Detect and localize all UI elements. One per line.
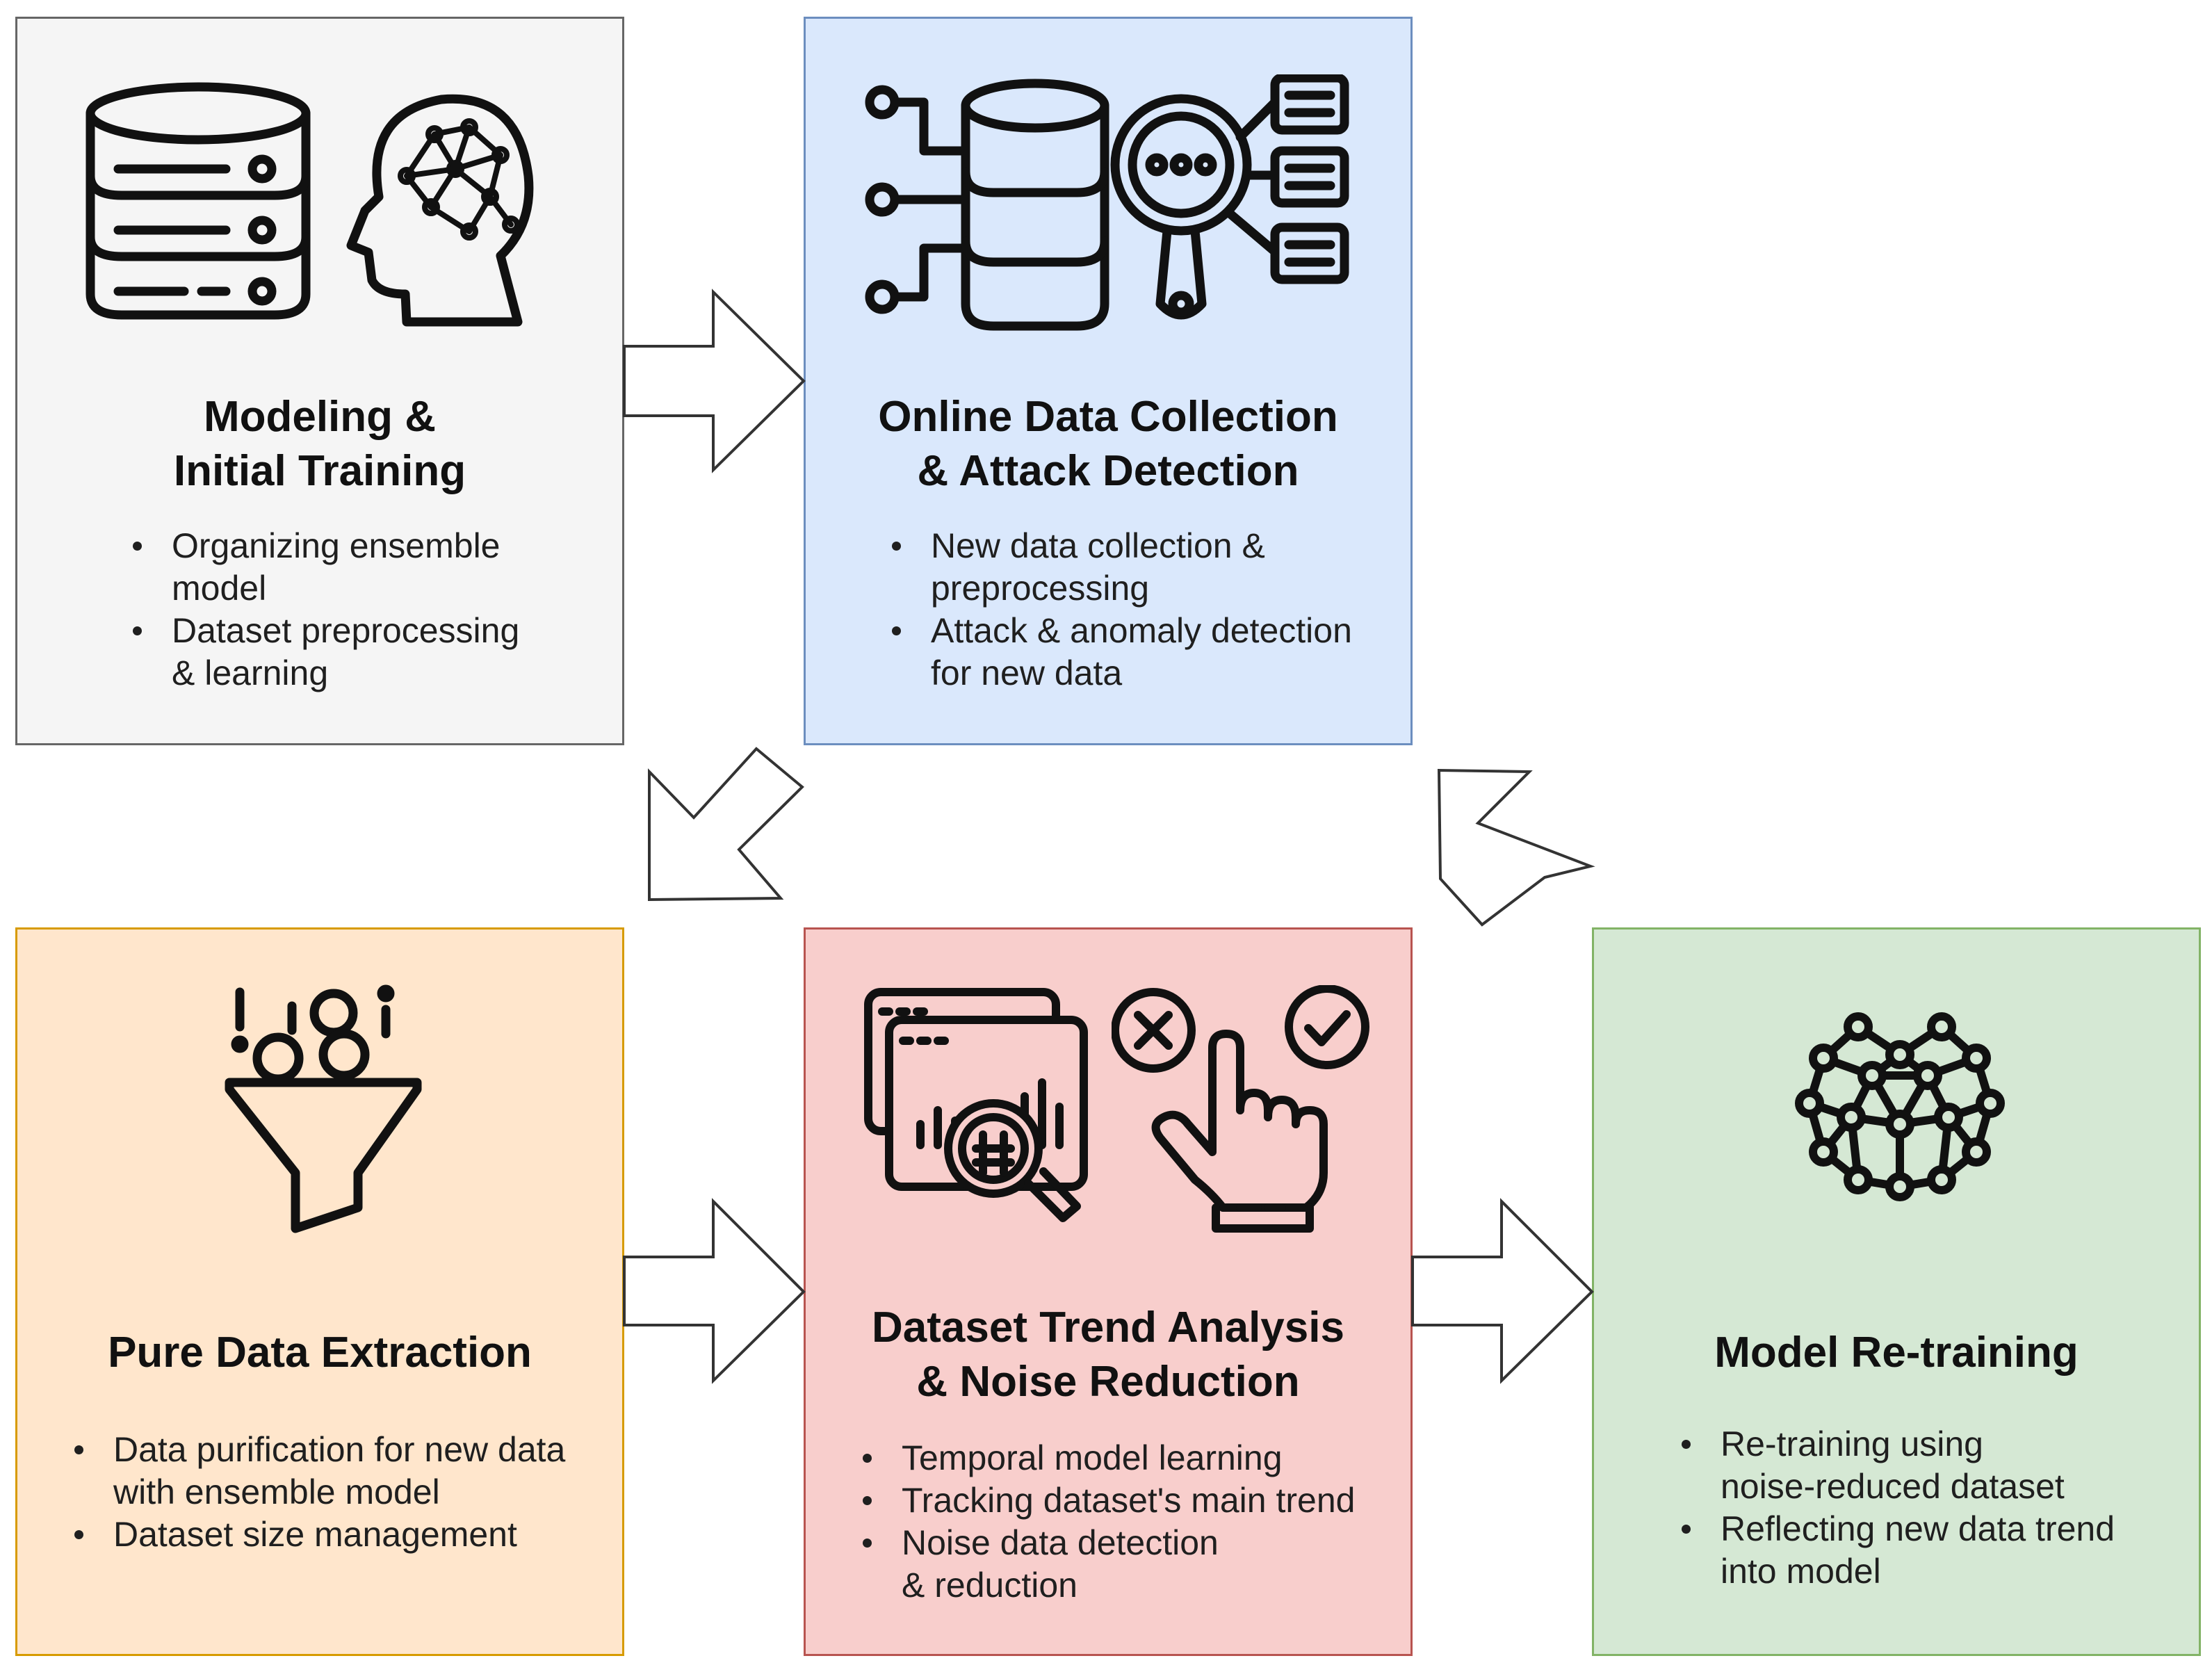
trend-analysis-box: Dataset Trend Analysis & Noise Reduction… bbox=[804, 927, 1413, 1656]
arrow-retrain-to-online bbox=[1437, 768, 1595, 927]
online-bullet-2: Attack & anomaly detection for new data bbox=[892, 610, 1352, 695]
pure-title: Pure Data Extraction bbox=[108, 1329, 532, 1377]
modeling-bullet-1: Organizing ensemble model bbox=[132, 525, 519, 610]
online-bullet-1: New data collection & preprocessing bbox=[892, 525, 1352, 610]
trend-bullet-2: Tracking dataset's main trend bbox=[862, 1479, 1355, 1522]
retrain-title: Model Re-training bbox=[1714, 1329, 2079, 1377]
arrow-pure-to-trend bbox=[623, 1198, 806, 1384]
data-network-search-icon bbox=[865, 74, 1349, 331]
online-collection-box: Online Data Collection & Attack Detectio… bbox=[804, 17, 1413, 745]
pure-bullets: Data purification for new data with ense… bbox=[74, 1429, 565, 1556]
pure-bullet-1: Data purification for new data with ense… bbox=[74, 1429, 565, 1513]
retraining-box: Model Re-training Re-training using nois… bbox=[1592, 927, 2201, 1656]
online-title: Online Data Collection & Attack Detectio… bbox=[878, 393, 1338, 495]
chart-magnifier-icon bbox=[864, 988, 1088, 1222]
neural-network-icon bbox=[1795, 1012, 2005, 1201]
retrain-bullet-1: Re-training using noise-reduced dataset bbox=[1681, 1423, 2115, 1508]
arrow-online-to-pure bbox=[648, 747, 804, 902]
funnel-icon bbox=[225, 984, 422, 1233]
arrow-trend-to-retrain bbox=[1411, 1198, 1594, 1384]
retrain-bullets: Re-training using noise-reduced dataset … bbox=[1681, 1423, 2115, 1593]
modeling-box: Modeling & Initial Training Organizing e… bbox=[15, 17, 624, 745]
retrain-bullet-2: Reflecting new data trend into model bbox=[1681, 1508, 2115, 1593]
trend-bullets: Temporal model learning Tracking dataset… bbox=[862, 1437, 1355, 1607]
pure-bullet-2: Dataset size management bbox=[74, 1513, 565, 1556]
pure-extraction-box: Pure Data Extraction Data purification f… bbox=[15, 927, 624, 1656]
trend-bullet-3: Noise data detection & reduction bbox=[862, 1522, 1355, 1607]
modeling-bullet-2: Dataset preprocessing & learning bbox=[132, 610, 519, 695]
arrow-modeling-to-online bbox=[623, 289, 806, 473]
hand-select-icon bbox=[1112, 985, 1369, 1233]
modeling-bullets: Organizing ensemble model Dataset prepro… bbox=[132, 525, 519, 695]
trend-title: Dataset Trend Analysis & Noise Reduction bbox=[872, 1304, 1344, 1406]
online-bullets: New data collection & preprocessing Atta… bbox=[892, 525, 1352, 695]
brain-head-icon bbox=[346, 94, 534, 327]
modeling-title: Modeling & Initial Training bbox=[173, 393, 466, 495]
database-icon bbox=[86, 82, 311, 320]
trend-bullet-1: Temporal model learning bbox=[862, 1437, 1355, 1479]
